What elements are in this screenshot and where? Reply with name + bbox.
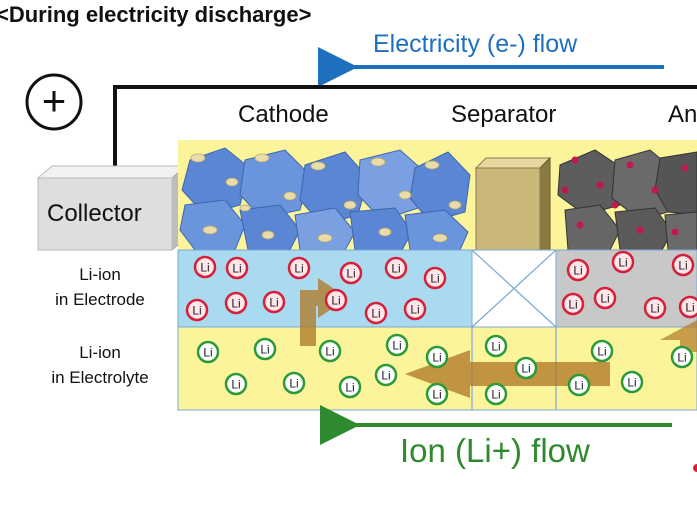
- li-ion-marker: Li: [561, 292, 585, 316]
- electrolyte-row-label: Li-ion in Electrolyte: [30, 340, 170, 390]
- li-ion-symbol: Li: [391, 262, 400, 276]
- li-ion-symbol: Li: [627, 376, 636, 390]
- separator-block: [474, 156, 552, 251]
- li-ion-marker: Li: [611, 250, 635, 274]
- li-ion-symbol: Li: [597, 345, 606, 359]
- electrode-row-label-line1: Li-ion: [79, 265, 121, 284]
- li-ion-symbol: Li: [410, 303, 419, 317]
- electrode-row-label: Li-ion in Electrode: [40, 262, 160, 312]
- li-ion-marker: Li: [423, 266, 447, 290]
- collector-label: Collector: [47, 200, 142, 227]
- cathode-label: Cathode: [238, 101, 329, 128]
- li-ion-marker: Li: [339, 261, 363, 285]
- li-ion-marker: Li: [620, 370, 644, 394]
- electrode-row-label-line2: in Electrode: [55, 290, 145, 309]
- diagram-title: <During electricity discharge>: [0, 2, 312, 27]
- li-ion-marker: Li: [385, 333, 409, 357]
- li-ion-marker: Li: [678, 295, 697, 319]
- li-ion-marker: Li: [670, 345, 694, 369]
- separator-label: Separator: [451, 101, 557, 128]
- li-ion-marker: Li: [484, 382, 508, 406]
- li-ion-marker: Li: [590, 339, 614, 363]
- li-ion-symbol: Li: [200, 261, 209, 275]
- li-ion-symbol: Li: [574, 379, 583, 393]
- li-ion-marker: Li: [425, 382, 449, 406]
- li-ion-symbol: Li: [568, 298, 577, 312]
- li-ion-symbol: Li: [392, 339, 401, 353]
- li-ion-marker: Li: [384, 256, 408, 280]
- positive-terminal-symbol: +: [41, 77, 67, 124]
- li-ion-symbol: Li: [650, 302, 659, 316]
- li-ion-marker: Li: [566, 258, 590, 282]
- li-ion-symbol: Li: [491, 388, 500, 402]
- li-ion-symbol: Li: [294, 262, 303, 276]
- li-ion-marker: Li: [253, 337, 277, 361]
- li-ion-symbol: Li: [491, 340, 500, 354]
- li-ion-symbol: Li: [346, 267, 355, 281]
- li-ion-symbol: Li: [331, 294, 340, 308]
- li-ion-symbol: Li: [521, 362, 530, 376]
- edge-fragment: [693, 464, 697, 472]
- li-ion-marker: Li: [193, 255, 217, 279]
- positive-terminal-icon: [25, 73, 83, 131]
- electron-flow-label: Electricity (e-) flow: [373, 30, 578, 58]
- li-ion-marker: Li: [484, 334, 508, 358]
- li-ion-symbol: Li: [381, 369, 390, 383]
- li-ion-marker: Li: [403, 297, 427, 321]
- anode-crystals: [557, 149, 697, 251]
- li-ion-marker: Li: [338, 375, 362, 399]
- li-ion-symbol: Li: [269, 296, 278, 310]
- li-ion-symbol: Li: [371, 307, 380, 321]
- li-ion-marker: Li: [425, 345, 449, 369]
- li-ion-symbol: Li: [677, 351, 686, 365]
- li-ion-symbol: Li: [231, 378, 240, 392]
- li-ion-symbol: Li: [685, 301, 694, 315]
- li-ion-symbol: Li: [345, 381, 354, 395]
- li-ion-marker: Li: [282, 371, 306, 395]
- li-ion-marker: Li: [224, 372, 248, 396]
- li-ion-symbol: Li: [260, 343, 269, 357]
- li-ion-symbol: Li: [432, 388, 441, 402]
- li-ion-symbol: Li: [432, 351, 441, 365]
- li-ion-symbol: Li: [600, 292, 609, 306]
- electrolyte-row-label-line1: Li-ion: [79, 343, 121, 362]
- li-ion-marker: Li: [196, 340, 220, 364]
- li-ion-marker: Li: [225, 256, 249, 280]
- anode-label: An: [668, 101, 697, 128]
- li-ion-marker: Li: [185, 298, 209, 322]
- external-wire: [113, 85, 697, 170]
- li-ion-marker: Li: [318, 339, 342, 363]
- li-ion-symbol: Li: [289, 377, 298, 391]
- li-ion-symbol: Li: [192, 304, 201, 318]
- li-ion-symbol: Li: [430, 272, 439, 286]
- li-ion-marker: Li: [567, 373, 591, 397]
- ion-flow-label: Ion (Li+) flow: [400, 432, 590, 469]
- li-ion-symbol: Li: [573, 264, 582, 278]
- li-ion-marker: Li: [224, 291, 248, 315]
- li-ion-marker: Li: [671, 253, 695, 277]
- cathode-crystals: [179, 147, 471, 251]
- li-ion-symbol: Li: [203, 346, 212, 360]
- li-ion-symbol: Li: [325, 345, 334, 359]
- li-ion-marker: Li: [287, 256, 311, 280]
- li-ion-marker: Li: [324, 288, 348, 312]
- li-ion-marker: Li: [374, 363, 398, 387]
- li-ion-symbol: Li: [618, 256, 627, 270]
- li-ion-marker: Li: [643, 296, 667, 320]
- li-ion-marker: Li: [262, 290, 286, 314]
- li-ion-marker: Li: [514, 356, 538, 380]
- li-ion-marker: Li: [593, 286, 617, 310]
- electrolyte-row-label-line2: in Electrolyte: [51, 368, 149, 387]
- li-ion-symbol: Li: [678, 259, 687, 273]
- li-ion-marker: Li: [364, 301, 388, 325]
- li-ion-symbol: Li: [232, 262, 241, 276]
- li-ion-symbol: Li: [231, 297, 240, 311]
